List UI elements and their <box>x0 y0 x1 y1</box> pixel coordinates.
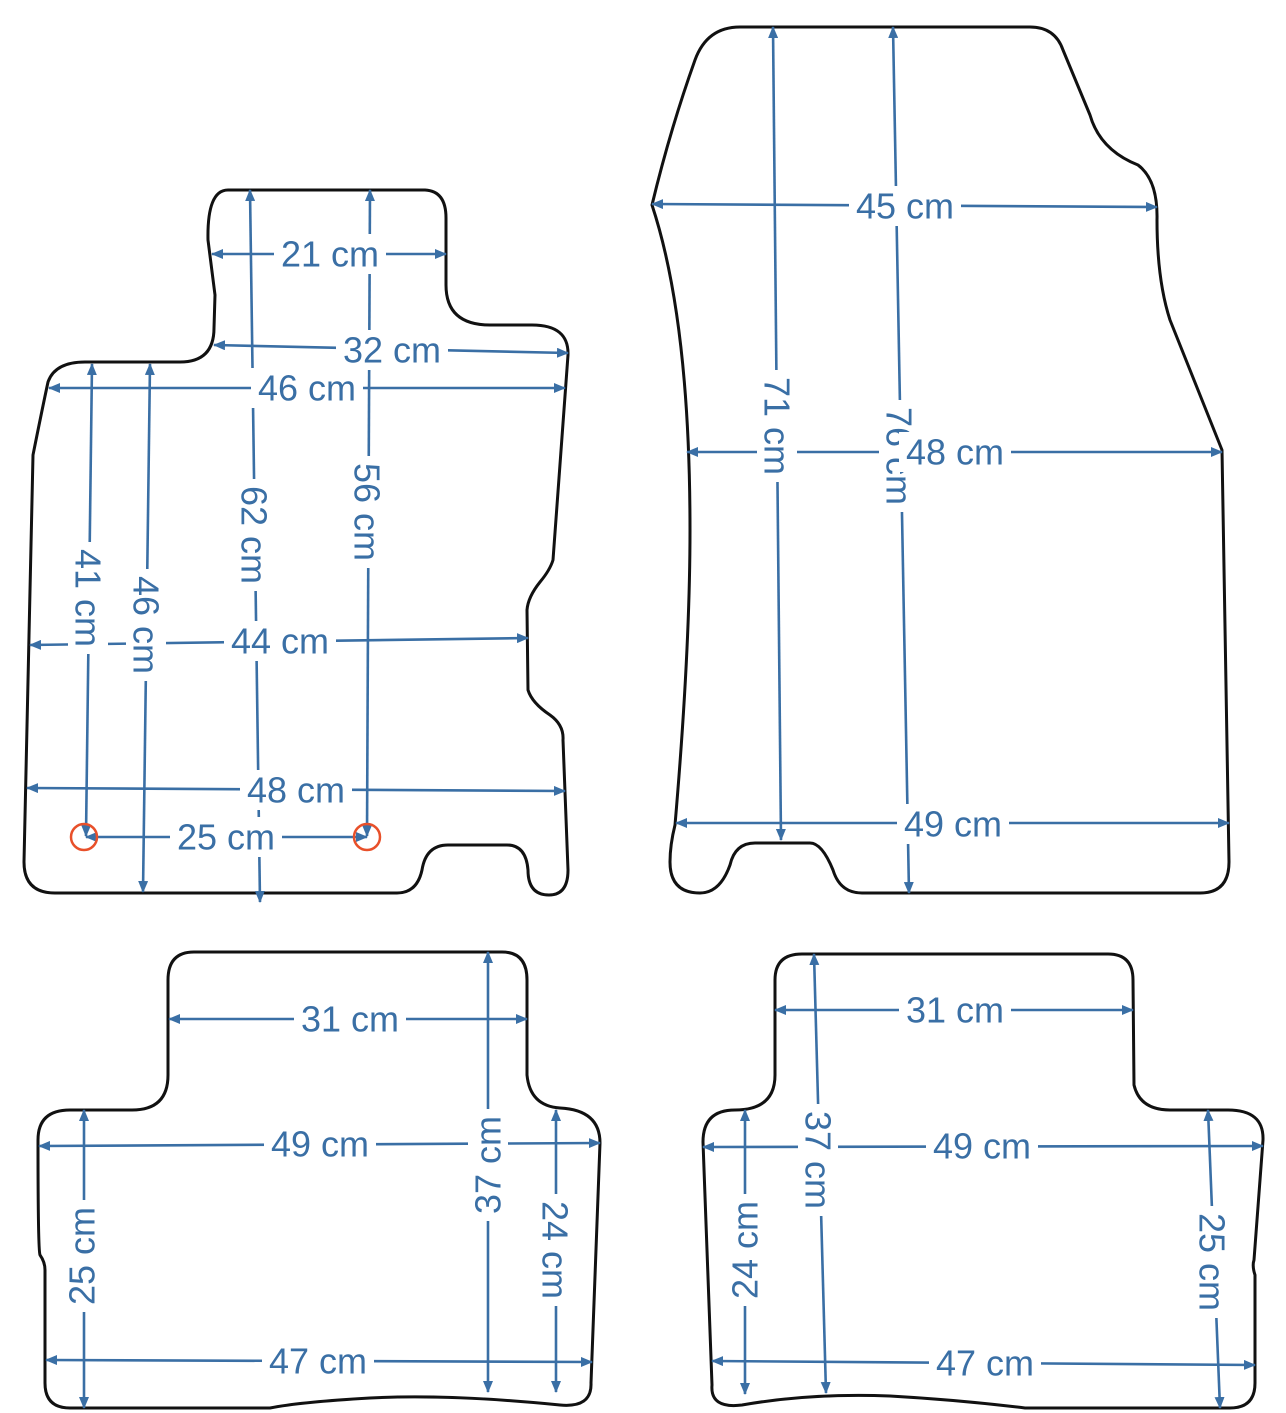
dim-label-rr-height-37: 37 cm <box>798 1104 839 1216</box>
dim-label-rr-height-24: 24 cm <box>725 1194 766 1306</box>
dim-text-fr-bottom-width: 49 cm <box>904 804 1002 845</box>
dim-text-rr-top-width: 31 cm <box>906 990 1004 1031</box>
dim-label-rl-bottom-width: 47 cm <box>262 1341 374 1382</box>
dim-text-rr-height-25: 25 cm <box>1192 1213 1233 1311</box>
dim-text-rl-height-25: 25 cm <box>62 1207 103 1305</box>
dim-text-rr-bottom-width: 47 cm <box>936 1343 1034 1384</box>
dim-text-fl-height-46: 46 cm <box>126 576 167 674</box>
dim-label-fl-shoulder-width: 46 cm <box>251 368 363 409</box>
dim-label-fl-fixing-spacing: 25 cm <box>170 817 282 858</box>
dim-text-rl-height-24: 24 cm <box>535 1201 576 1299</box>
dim-text-fl-height-56: 56 cm <box>347 463 388 561</box>
fixing-point-marker-right <box>352 822 382 852</box>
mat-rear-left <box>36 950 602 1410</box>
dim-text-rl-middle-width: 49 cm <box>271 1124 369 1165</box>
dim-text-fl-fixing-spacing: 25 cm <box>177 817 275 858</box>
dim-label-fr-upper-width: 45 cm <box>849 186 961 227</box>
dim-text-fr-middle-width: 48 cm <box>906 432 1004 473</box>
dim-text-rr-height-37: 37 cm <box>798 1111 839 1209</box>
dim-label-fl-middle-width: 44 cm <box>224 621 336 662</box>
dim-label-fl-upper-width: 32 cm <box>336 330 448 371</box>
dim-text-rl-bottom-width: 47 cm <box>269 1341 367 1382</box>
dim-text-fr-height-71: 71 cm <box>757 377 798 475</box>
dim-label-fr-middle-width: 48 cm <box>899 432 1011 473</box>
dim-label-rr-top-width: 31 cm <box>899 990 1011 1031</box>
dim-label-fl-height-46: 46 cm <box>126 569 167 681</box>
dim-label-fl-bottom-width: 48 cm <box>240 770 352 811</box>
dim-label-fr-bottom-width: 49 cm <box>897 804 1009 845</box>
dim-text-rl-top-width: 31 cm <box>301 999 399 1040</box>
dim-text-fl-top-width: 21 cm <box>281 234 379 275</box>
mat-rear-right-outline <box>701 952 1265 1410</box>
dim-label-rr-middle-width: 49 cm <box>926 1126 1038 1167</box>
dim-label-fl-height-56: 56 cm <box>347 456 388 568</box>
dim-label-fr-height-71: 71 cm <box>757 370 798 482</box>
mat-rear-left-outline <box>36 950 602 1410</box>
dim-label-fl-height-62: 62 cm <box>234 479 275 591</box>
dim-label-fl-height-41: 41 cm <box>68 542 109 654</box>
dim-text-rr-height-24: 24 cm <box>725 1201 766 1299</box>
dim-label-rr-height-25: 25 cm <box>1192 1206 1233 1318</box>
dim-text-fl-height-62: 62 cm <box>234 486 275 584</box>
dim-text-rr-middle-width: 49 cm <box>933 1126 1031 1167</box>
dim-label-rl-height-25: 25 cm <box>62 1200 103 1312</box>
dim-text-fl-shoulder-width: 46 cm <box>258 368 356 409</box>
dim-label-rl-height-37: 37 cm <box>468 1109 509 1221</box>
dim-label-rl-height-24: 24 cm <box>535 1194 576 1306</box>
dim-label-fl-top-width: 21 cm <box>274 234 386 275</box>
dim-text-fl-bottom-width: 48 cm <box>247 770 345 811</box>
dim-label-rl-middle-width: 49 cm <box>264 1124 376 1165</box>
dim-text-fl-middle-width: 44 cm <box>231 621 329 662</box>
dim-text-rl-height-37: 37 cm <box>468 1116 509 1214</box>
dim-label-rl-top-width: 31 cm <box>294 999 406 1040</box>
dim-text-fl-height-41: 41 cm <box>68 549 109 647</box>
dim-label-rr-bottom-width: 47 cm <box>929 1343 1041 1384</box>
dimension-labels: 21 cm 32 cm 46 cm 41 cm 46 cm 62 cm 56 c… <box>62 186 1233 1384</box>
mat-rear-right <box>701 952 1265 1410</box>
dim-text-fr-upper-width: 45 cm <box>856 186 954 227</box>
fixing-points <box>69 822 382 852</box>
dim-text-fl-upper-width: 32 cm <box>343 330 441 371</box>
fixing-point-marker-left <box>69 822 99 852</box>
